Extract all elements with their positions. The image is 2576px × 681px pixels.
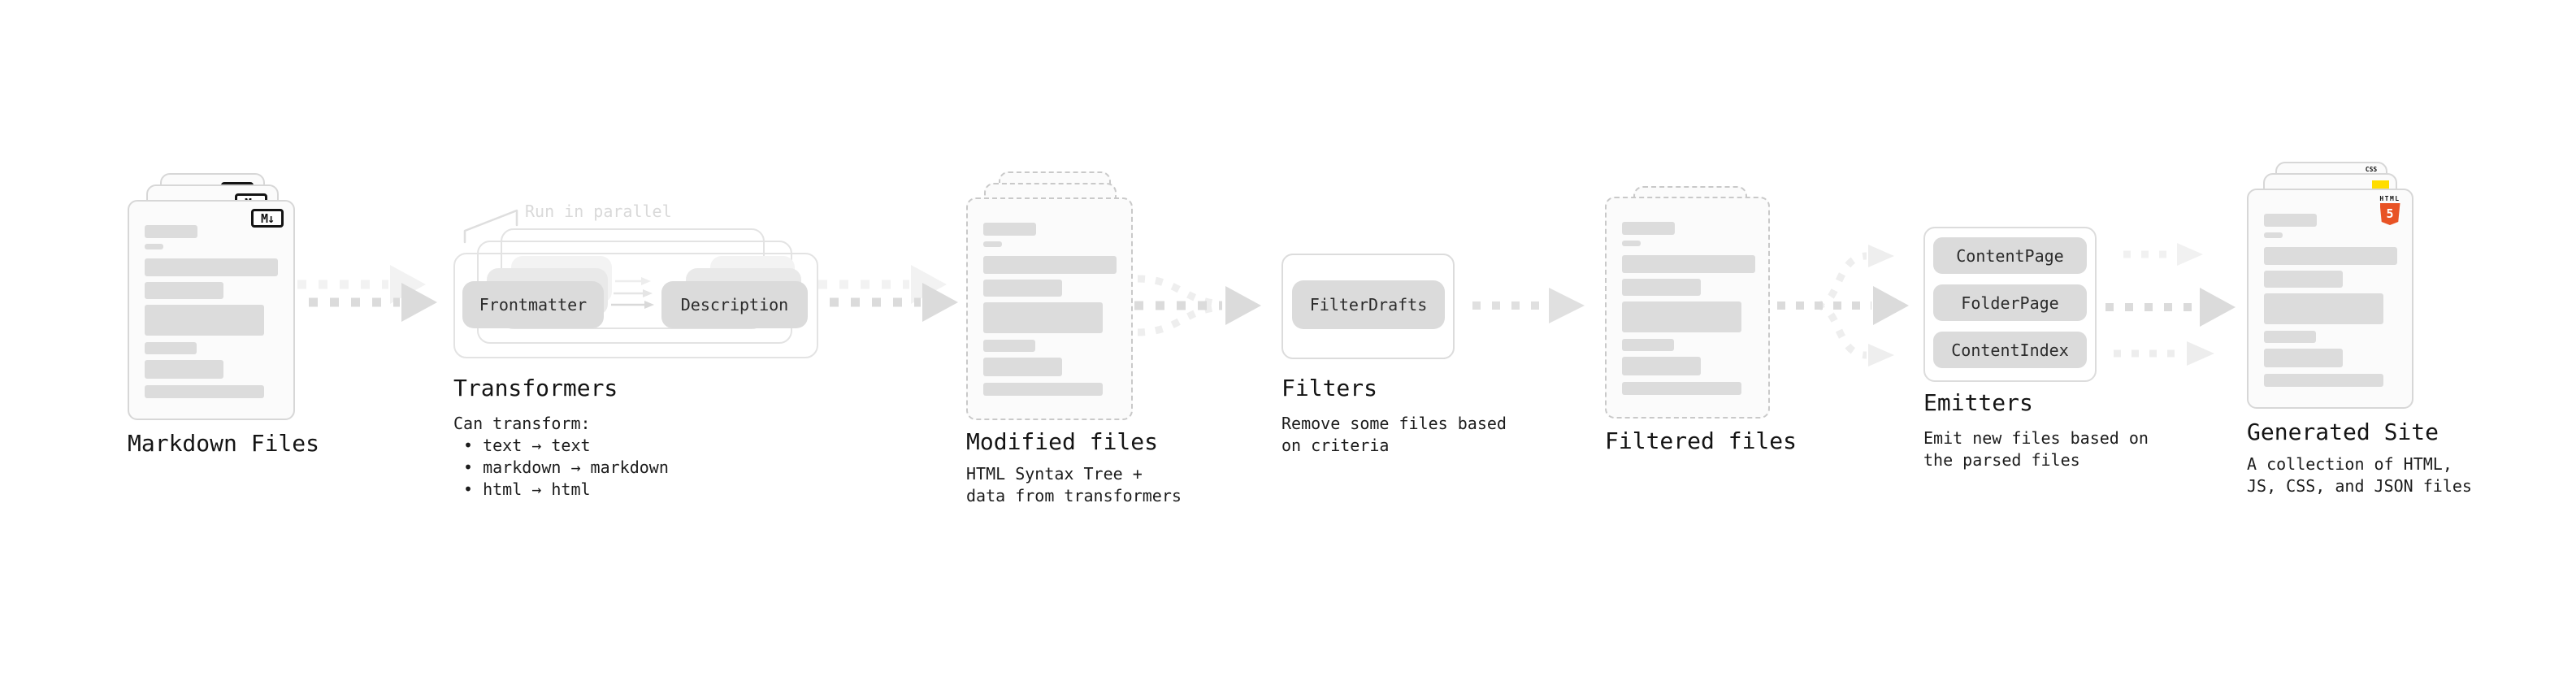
- transformers-bullet-1: • text → text: [463, 436, 591, 455]
- arrow-markdown-to-transformers-icon: [297, 265, 437, 322]
- emitters-title: Emitters: [1923, 389, 2033, 416]
- transformer-frame-front: [453, 253, 818, 358]
- doc-text-bar: [2264, 247, 2397, 265]
- doc-text-bar: [983, 383, 1103, 396]
- modified-doc-front: [966, 197, 1133, 420]
- doc-text-bar: [1622, 301, 1741, 332]
- doc-text-bar: [1622, 255, 1755, 273]
- doc-text-bar: [1622, 279, 1701, 296]
- javascript-icon: [2372, 180, 2389, 189]
- markdown-icon: M↓: [251, 209, 284, 228]
- doc-text-bar: [2264, 331, 2316, 343]
- transformers-bullet-3: • html → html: [463, 479, 591, 499]
- doc-text-bar: [983, 280, 1062, 297]
- doc-text-bar: [983, 302, 1103, 333]
- doc-text-bar: [983, 358, 1062, 376]
- doc-text-bar: [2264, 293, 2383, 324]
- doc-text-bar: [1622, 339, 1674, 351]
- doc-text-bar: [2264, 374, 2383, 387]
- doc-text-bar: [2264, 271, 2343, 288]
- doc-text-bar: [145, 342, 197, 354]
- doc-text-bar: [1622, 357, 1701, 375]
- run-in-parallel-leader-line: [463, 209, 518, 244]
- folderpage-pill: FolderPage: [1933, 284, 2087, 321]
- description-pill: Description: [661, 281, 808, 328]
- contentindex-pill: ContentIndex: [1933, 332, 2087, 368]
- doc-text-bar: [145, 282, 223, 299]
- parallel-arrows-icon: [611, 277, 654, 309]
- run-in-parallel-note: Run in parallel: [525, 202, 672, 221]
- arrow-transformers-to-modified-icon: [818, 265, 958, 322]
- doc-text-bar: [145, 385, 264, 398]
- contentpage-pill: ContentPage: [1933, 237, 2087, 274]
- arrow-filtered-to-emitters-icon: [1777, 245, 1909, 367]
- filtered-files-title: Filtered files: [1605, 427, 1798, 454]
- doc-text-bar: [1622, 241, 1641, 246]
- generated-doc-front: HTML 5: [2247, 189, 2413, 409]
- arrow-emitters-to-generated-icon: [2105, 243, 2236, 366]
- generated-site-title: Generated Site: [2247, 419, 2439, 445]
- doc-text-bar: [2264, 349, 2343, 367]
- filtered-doc-front: [1605, 197, 1770, 419]
- transformers-bullet-2: • markdown → markdown: [463, 458, 669, 477]
- doc-text-bar: [145, 225, 197, 238]
- markdown-doc-front: M↓: [128, 200, 295, 420]
- transformers-desc-heading: Can transform:: [453, 414, 591, 433]
- emitters-desc: Emit new files based on the parsed files: [1923, 428, 2149, 470]
- doc-text-bar: [983, 223, 1036, 236]
- arrow-filters-to-filtered-icon: [1472, 288, 1585, 323]
- doc-text-bar: [145, 244, 163, 249]
- filters-title: Filters: [1281, 375, 1378, 401]
- filterdrafts-pill: FilterDrafts: [1292, 280, 1445, 329]
- frontmatter-pill: Frontmatter: [462, 281, 604, 328]
- doc-text-bar: [145, 305, 264, 336]
- doc-text-bar: [983, 241, 1002, 247]
- doc-text-bar: [2264, 232, 2283, 238]
- doc-text-bar: [145, 258, 278, 276]
- doc-text-bar: [983, 256, 1117, 274]
- doc-text-bar: [2264, 214, 2317, 227]
- arrow-modified-to-filters-icon: [1134, 275, 1261, 336]
- html5-icon: HTML 5: [2377, 195, 2403, 225]
- generated-site-desc: A collection of HTML, JS, CSS, and JSON …: [2247, 454, 2472, 496]
- transformers-title: Transformers: [453, 375, 618, 401]
- doc-text-bar: [145, 360, 223, 379]
- modified-files-desc: HTML Syntax Tree + data from transformer…: [966, 464, 1182, 505]
- doc-text-bar: [983, 340, 1035, 352]
- markdown-files-title: Markdown Files: [128, 430, 320, 457]
- doc-text-bar: [1622, 222, 1675, 235]
- filters-desc: Remove some files based on criteria: [1281, 414, 1507, 455]
- modified-files-title: Modified files: [966, 428, 1159, 455]
- doc-text-bar: [1622, 382, 1741, 395]
